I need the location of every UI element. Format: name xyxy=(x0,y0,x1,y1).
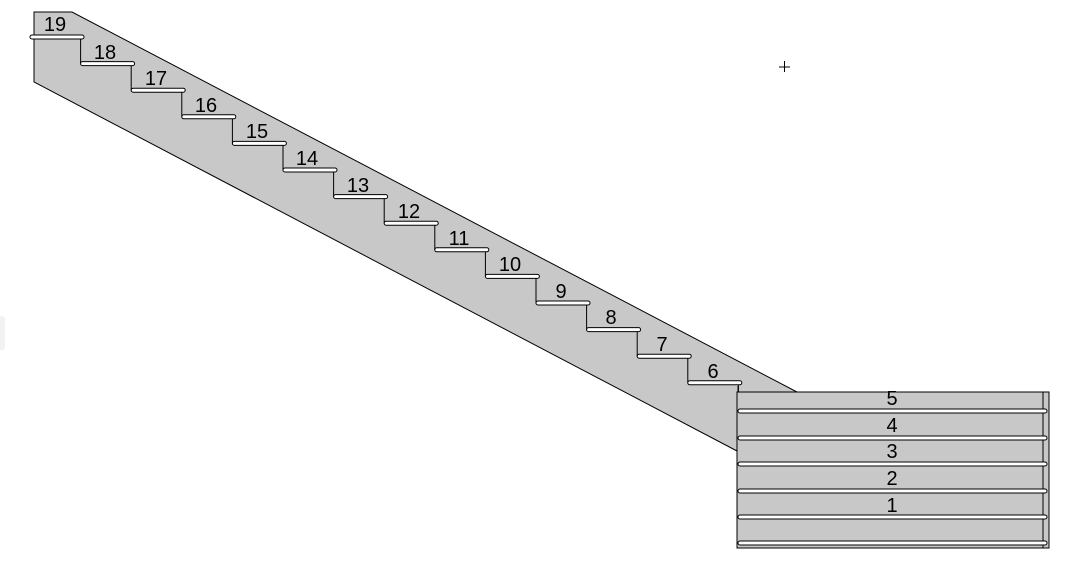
tread xyxy=(130,87,186,117)
tread xyxy=(484,273,540,303)
step-number: 8 xyxy=(605,307,616,329)
tread xyxy=(737,461,1048,467)
step-number: 5 xyxy=(886,388,897,410)
tread xyxy=(737,514,1048,520)
tread xyxy=(737,408,1048,414)
tread xyxy=(231,140,287,170)
step-number: 4 xyxy=(886,415,897,437)
tread xyxy=(636,353,692,383)
lower-step-labels: 1 2 3 4 5 xyxy=(886,388,897,517)
tread xyxy=(737,488,1048,494)
step-number: 19 xyxy=(44,14,66,36)
step-number: 18 xyxy=(94,42,116,64)
lower-flight-treads xyxy=(737,408,1048,546)
step-number: 9 xyxy=(555,281,566,303)
upper-step-labels: 6 7 8 9 10 11 12 13 14 15 16 17 18 19 xyxy=(44,14,719,383)
step-number: 13 xyxy=(347,175,369,197)
step-number: 12 xyxy=(398,201,420,223)
step-number: 7 xyxy=(656,334,667,356)
tread xyxy=(737,435,1048,441)
tread xyxy=(434,247,490,277)
step-number: 2 xyxy=(886,468,897,490)
lower-flight xyxy=(736,391,1050,549)
upper-flight-treads xyxy=(29,34,743,411)
tread xyxy=(80,61,136,91)
step-number: 17 xyxy=(145,68,167,90)
tread xyxy=(586,327,642,357)
side-panel-handle xyxy=(0,316,5,350)
step-number: 1 xyxy=(886,495,897,517)
step-number: 11 xyxy=(449,228,470,250)
tread xyxy=(535,300,591,330)
step-number: 15 xyxy=(246,121,268,143)
tread xyxy=(737,540,1048,546)
tread xyxy=(29,34,85,64)
step-number: 6 xyxy=(707,361,718,383)
tread xyxy=(282,167,338,197)
step-number: 10 xyxy=(499,254,521,276)
tread xyxy=(181,114,237,144)
tread xyxy=(333,194,389,224)
lower-flight-body xyxy=(736,391,1050,549)
crosshair-icon xyxy=(779,61,790,72)
step-number: 16 xyxy=(195,95,217,117)
step-number: 14 xyxy=(296,148,318,170)
tread xyxy=(383,220,439,250)
step-number: 3 xyxy=(886,441,897,463)
